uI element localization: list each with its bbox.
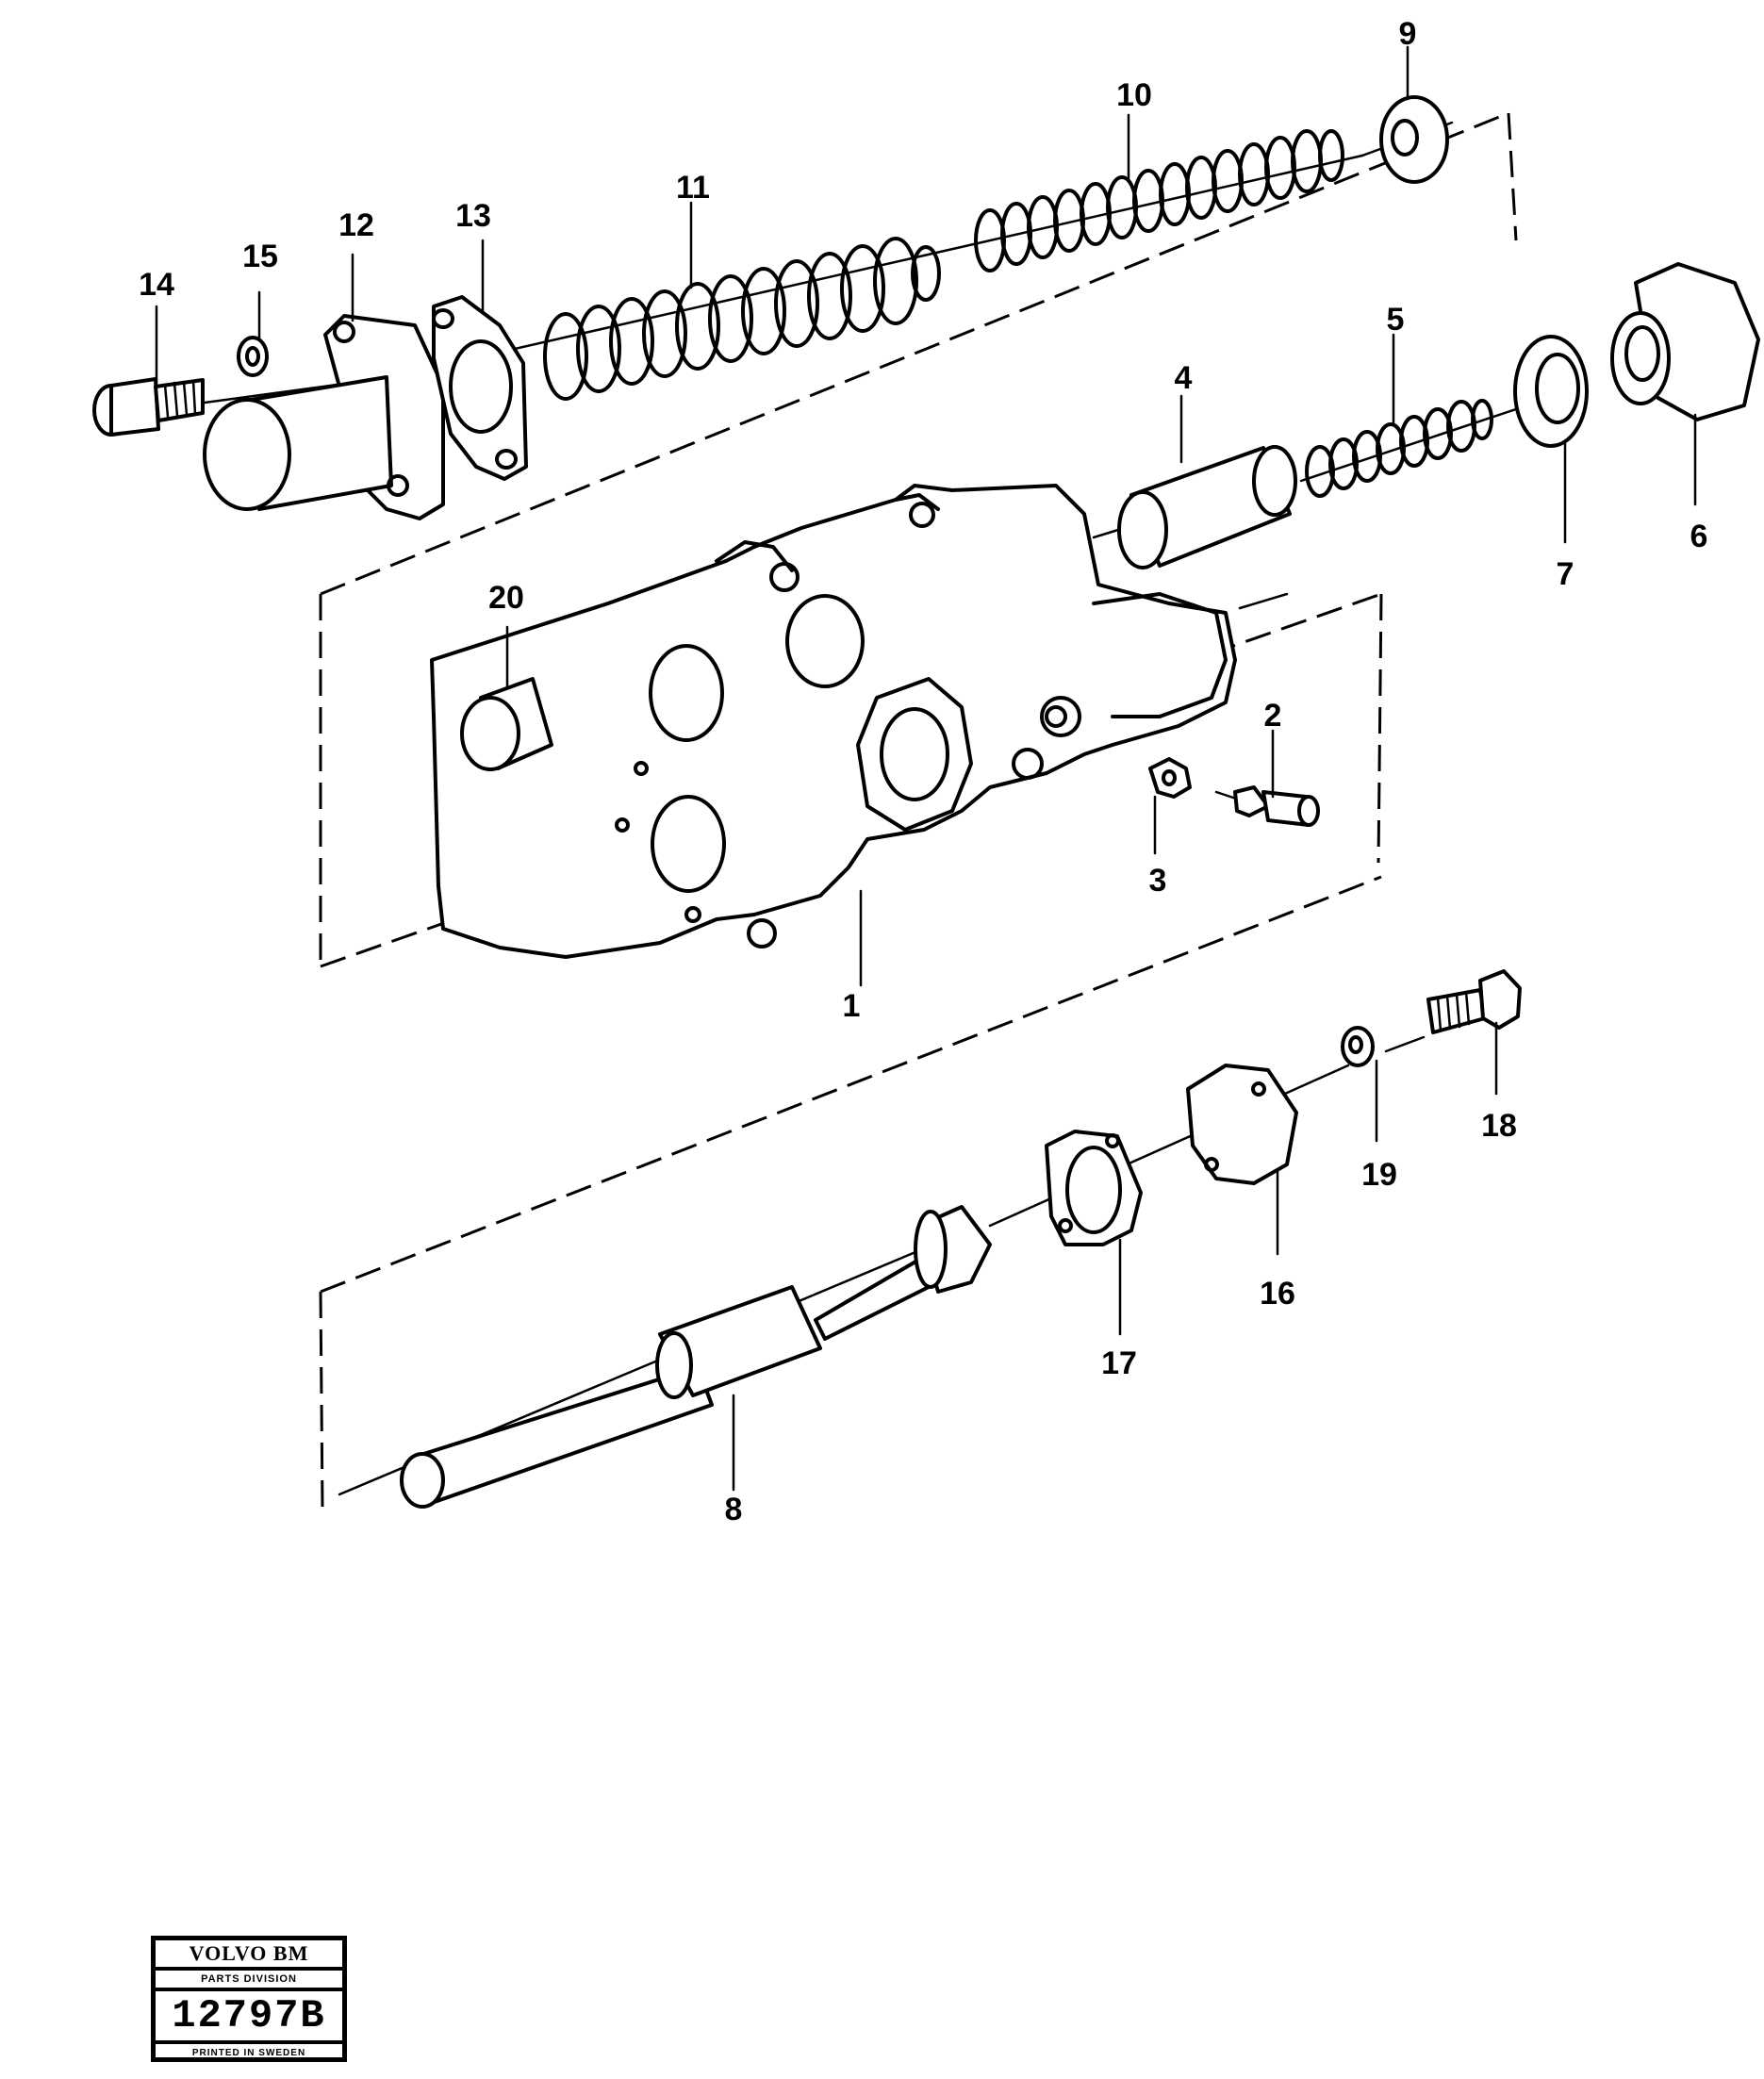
stamp-printed: PRINTED IN SWEDEN: [191, 2048, 306, 2058]
callout-12: 12: [338, 207, 374, 243]
callout-14: 14: [139, 267, 174, 303]
cap-screw-part-14: [92, 377, 205, 437]
leader-lines: [155, 45, 1697, 1492]
callout-2: 2: [1264, 698, 1282, 734]
assembly-frame-bottom: [319, 875, 1382, 1510]
cover-part-12: [203, 314, 445, 520]
callout-10: 10: [1116, 77, 1152, 113]
piston-part-4: [1117, 445, 1297, 569]
plug-part-6: [1610, 262, 1760, 421]
callout-20: 20: [488, 580, 524, 616]
gasket-part-13: [432, 295, 528, 481]
valve-housing-part-1: [430, 484, 1237, 959]
callout-18: 18: [1481, 1108, 1517, 1144]
plug-part-20: [460, 677, 553, 771]
callout-8: 8: [725, 1492, 743, 1527]
callout-5: 5: [1387, 302, 1405, 338]
callout-15: 15: [242, 239, 278, 274]
washer-part-9: [1379, 95, 1449, 184]
callout-6: 6: [1690, 519, 1708, 554]
spring-part-11: [543, 237, 941, 401]
gasket-part-17: [1045, 1130, 1143, 1246]
callout-1: 1: [843, 988, 861, 1024]
volvo-bm-parts-stamp: VOLVO BM PARTS DIVISION 12797B PRINTED I…: [151, 1936, 347, 2062]
callout-17: 17: [1101, 1345, 1137, 1381]
nut-part-3: [1148, 757, 1192, 799]
callout-13: 13: [455, 198, 491, 234]
callout-19: 19: [1361, 1157, 1397, 1193]
stamp-division: PARTS DIVISION: [156, 1971, 342, 1991]
callout-3: 3: [1149, 863, 1167, 899]
washer-part-19: [1341, 1026, 1375, 1067]
callout-16: 16: [1260, 1276, 1295, 1312]
fitting-part-2: [1233, 785, 1320, 827]
callout-4: 4: [1175, 360, 1193, 396]
callout-11: 11: [676, 170, 710, 206]
assembly-frame-top: [319, 111, 1518, 968]
stamp-number: 12797B: [156, 1991, 342, 2044]
spring-part-5: [1305, 399, 1493, 498]
spring-part-10: [974, 129, 1344, 272]
spool-part-8: [400, 1205, 992, 1509]
callout-7: 7: [1557, 556, 1574, 592]
stamp-brand: VOLVO BM: [156, 1940, 342, 1971]
callout-9: 9: [1399, 16, 1417, 52]
hex-bolt-part-18: [1426, 969, 1522, 1034]
washer-part-15: [237, 336, 269, 377]
cover-part-16: [1186, 1064, 1298, 1185]
washer-part-7: [1513, 335, 1589, 448]
